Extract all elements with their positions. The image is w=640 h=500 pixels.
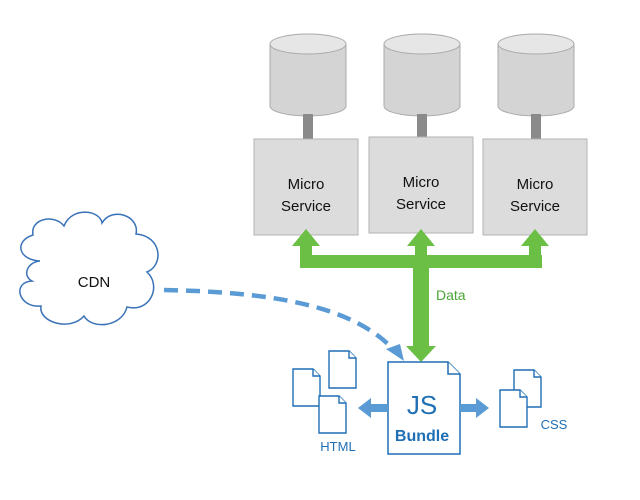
micro-service-1-line1: Micro: [288, 176, 325, 193]
data-bus-bar: [300, 255, 542, 268]
micro-service-1-line2: Service: [281, 198, 331, 215]
data-arrow-left: [292, 229, 320, 268]
cdn-to-bundle-arrow: [163, 287, 394, 350]
bundle-to-html-arrow: [358, 398, 388, 418]
cdn-cloud: CDN: [19, 211, 159, 326]
bundle-title: JS: [407, 390, 437, 420]
data-arrow-middle: [407, 229, 435, 258]
micro-service-3: Micro Service: [482, 138, 588, 236]
micro-service-2: Micro Service: [368, 136, 474, 234]
data-arrows: [292, 229, 549, 362]
js-bundle-document: JS Bundle: [387, 361, 461, 455]
bundle-subtitle: Bundle: [395, 428, 449, 445]
html-file-icons: [292, 350, 357, 434]
database-cylinder-3: [497, 33, 575, 117]
css-label: CSS: [541, 417, 568, 432]
html-file-icon-back: [328, 350, 357, 389]
micro-service-1: Micro Service: [253, 138, 359, 236]
html-label: HTML: [320, 439, 355, 454]
micro-service-3-line2: Service: [510, 198, 560, 215]
bundle-to-css-arrow: [460, 398, 489, 418]
cdn-label: CDN: [78, 274, 111, 291]
database-cylinder-2: [383, 33, 461, 117]
html-file-icon-left: [292, 368, 321, 407]
css-file-icon-front: [499, 389, 528, 428]
data-arrow-down: [406, 262, 436, 362]
micro-service-2-line1: Micro: [403, 174, 440, 191]
data-label: Data: [436, 287, 466, 303]
micro-service-3-line1: Micro: [517, 176, 554, 193]
cdn-arrow-head: [386, 344, 404, 361]
html-file-icon-front: [318, 395, 347, 434]
micro-service-2-line2: Service: [396, 196, 446, 213]
data-arrow-right: [521, 229, 549, 268]
css-file-icons: [499, 369, 542, 428]
database-cylinder-1: [269, 33, 347, 117]
